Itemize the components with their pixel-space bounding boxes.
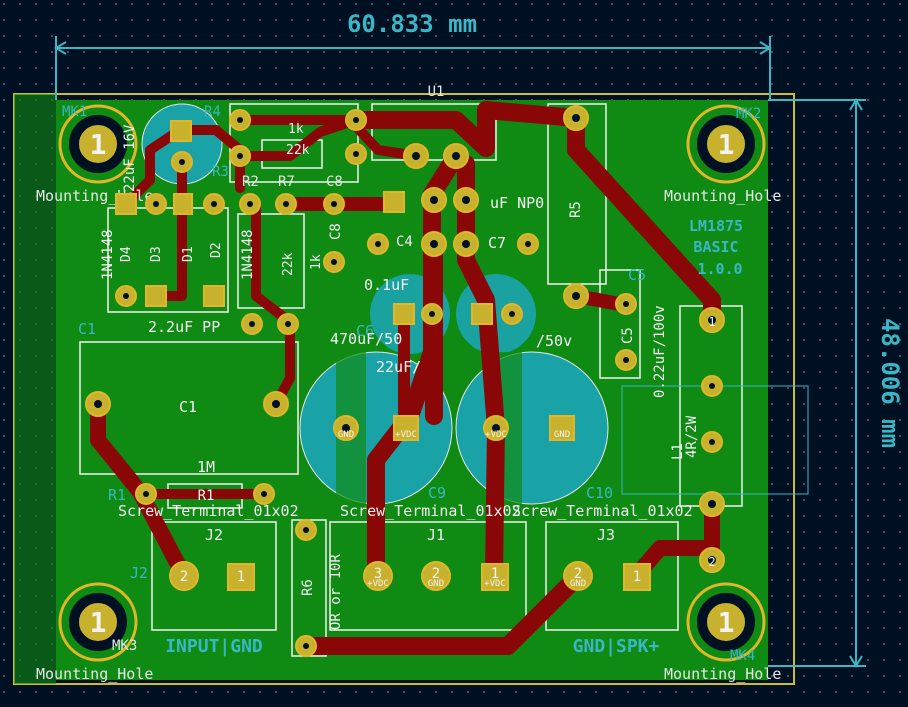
j1-pad3-number: 3 xyxy=(374,566,382,582)
j1-pad2-net: GND xyxy=(428,579,444,589)
svg-text:1: 1 xyxy=(90,606,107,639)
r5-ref: R5 xyxy=(568,201,584,218)
mk3-label: Mounting_Hole xyxy=(36,665,153,683)
r1-value: 1M xyxy=(197,458,215,476)
r-1k-vertical: 1k xyxy=(309,254,324,270)
j1-pad3-net: +VDC xyxy=(367,579,389,589)
mk4-label: Mounting_Hole xyxy=(664,665,781,683)
j2-ref: J2 xyxy=(205,526,223,544)
j1-pad1-net: +VDC xyxy=(484,579,506,589)
c-left-vdc-pad: +VDC xyxy=(395,430,417,440)
j3-pad2-net: GND xyxy=(570,579,586,589)
r2-ref: R2 xyxy=(242,174,259,190)
j1-ref: J1 xyxy=(427,526,445,544)
dimension-height-label: 48.006 mm xyxy=(876,318,904,448)
l1-pad2-number: 2 xyxy=(708,555,715,569)
c8-body: C8 xyxy=(328,223,344,240)
j3-ref: J3 xyxy=(597,526,615,544)
dimension-height xyxy=(768,98,866,668)
screw-terminal-j3: Screw_Terminal_01x02 xyxy=(512,502,693,520)
cap-50v-label: /50v xyxy=(536,332,572,350)
c-left-gnd-pad: GND xyxy=(338,430,354,440)
cap-470uf-label: 470uF/50 xyxy=(330,330,402,348)
input-label: INPUT|GND xyxy=(165,636,263,657)
c-right-gnd-pad: GND xyxy=(554,430,570,440)
cap-22uf-b-label: 22uF/ xyxy=(376,358,421,376)
mk2-label: Mounting_Hole xyxy=(664,187,781,205)
c6-ref: C6 xyxy=(356,322,374,340)
j1-pad2-number: 2 xyxy=(432,566,440,582)
c1-ref: C1 xyxy=(78,320,96,338)
r6-ref: R6 xyxy=(300,579,316,596)
c1-body: C1 xyxy=(179,398,197,416)
through-hole-pads xyxy=(85,105,725,657)
mk1-ref: MK1 xyxy=(62,104,87,120)
d4-ref: D4 xyxy=(119,246,134,262)
dimension-width xyxy=(54,36,772,100)
mk3-ref: MK3 xyxy=(112,638,137,654)
board-subtitle: BASIC xyxy=(693,238,738,256)
board-version: 1.0.0 xyxy=(697,260,742,278)
svg-text:1: 1 xyxy=(718,128,735,161)
j3-pad1-number: 1 xyxy=(633,569,641,585)
c5-value-label: 0.22uF/100v xyxy=(652,305,668,398)
svg-text:1: 1 xyxy=(90,128,107,161)
c8-ref: C8 xyxy=(326,174,343,190)
l1-ref: L1 xyxy=(670,443,686,460)
screw-terminal-j1: Screw_Terminal_01x02 xyxy=(340,502,521,520)
c9-ref: C9 xyxy=(428,484,446,502)
mk4-ref: MK4 xyxy=(730,648,755,664)
cap-22uf-label: 22uF 16V xyxy=(122,124,138,192)
cap-01uf-label: 0.1uF xyxy=(364,276,409,294)
mk2-ref: MK2 xyxy=(736,106,761,122)
board-title: LM1875 xyxy=(689,217,743,235)
l1-value-label: 4R/2W xyxy=(684,415,700,458)
r-22k-vertical: 22k xyxy=(281,252,296,276)
r3-ref: R3 xyxy=(212,164,229,180)
j2-pad1-number: 1 xyxy=(237,569,245,585)
mounting-holes: 1 1 1 1 xyxy=(58,104,766,662)
copper-pour-left xyxy=(14,94,56,684)
mounting-hole-mk3: 1 xyxy=(58,582,138,662)
r-1k: 1k xyxy=(288,122,304,137)
c5-ref: C5 xyxy=(628,266,646,284)
r6-value: OR or 10R xyxy=(328,554,344,630)
d2-ref: D2 xyxy=(209,242,224,258)
dimension-width-label: 60.833 mm xyxy=(347,10,477,38)
output-label: GND|SPK+ xyxy=(573,636,660,657)
square-pads xyxy=(115,120,651,591)
d1-ref: D1 xyxy=(181,246,196,262)
j2-ref-fab: J2 xyxy=(130,564,148,582)
diode-part-label: 1N4148 xyxy=(100,229,116,280)
c10-ref: C10 xyxy=(586,484,613,502)
r1-body: R1 xyxy=(198,488,215,504)
screw-terminal-j2: Screw_Terminal_01x02 xyxy=(118,502,299,520)
r4-ref: R4 xyxy=(204,104,221,120)
c5-body: C5 xyxy=(620,327,636,344)
r7-ref: R7 xyxy=(278,174,295,190)
r-22k: 22k xyxy=(286,143,310,158)
svg-text:1: 1 xyxy=(718,606,735,639)
c1-value: 2.2uF PP xyxy=(148,318,220,336)
mounting-hole-mk2: 1 xyxy=(686,104,766,184)
u1-ref: U1 xyxy=(428,84,445,100)
j1-pad1-number: 1 xyxy=(491,566,499,582)
j2-pad2-number: 2 xyxy=(180,569,188,585)
c4-ref: C4 xyxy=(396,234,413,250)
c7-ref: C7 xyxy=(488,234,506,252)
d3-ref: D3 xyxy=(149,246,164,262)
c-right-vdc-pad: +VDC xyxy=(485,430,507,440)
mounting-hole-mk4: 1 xyxy=(686,582,766,662)
j3-pad2-number: 2 xyxy=(574,566,582,582)
cap-np0-label: uF NP0 xyxy=(490,194,544,212)
mounting-hole-mk1: 1 xyxy=(58,104,138,184)
diode-part-label-2: 1N4148 xyxy=(240,229,256,280)
l1-pad1-number: 1 xyxy=(708,315,715,329)
r1-ref: R1 xyxy=(108,486,126,504)
